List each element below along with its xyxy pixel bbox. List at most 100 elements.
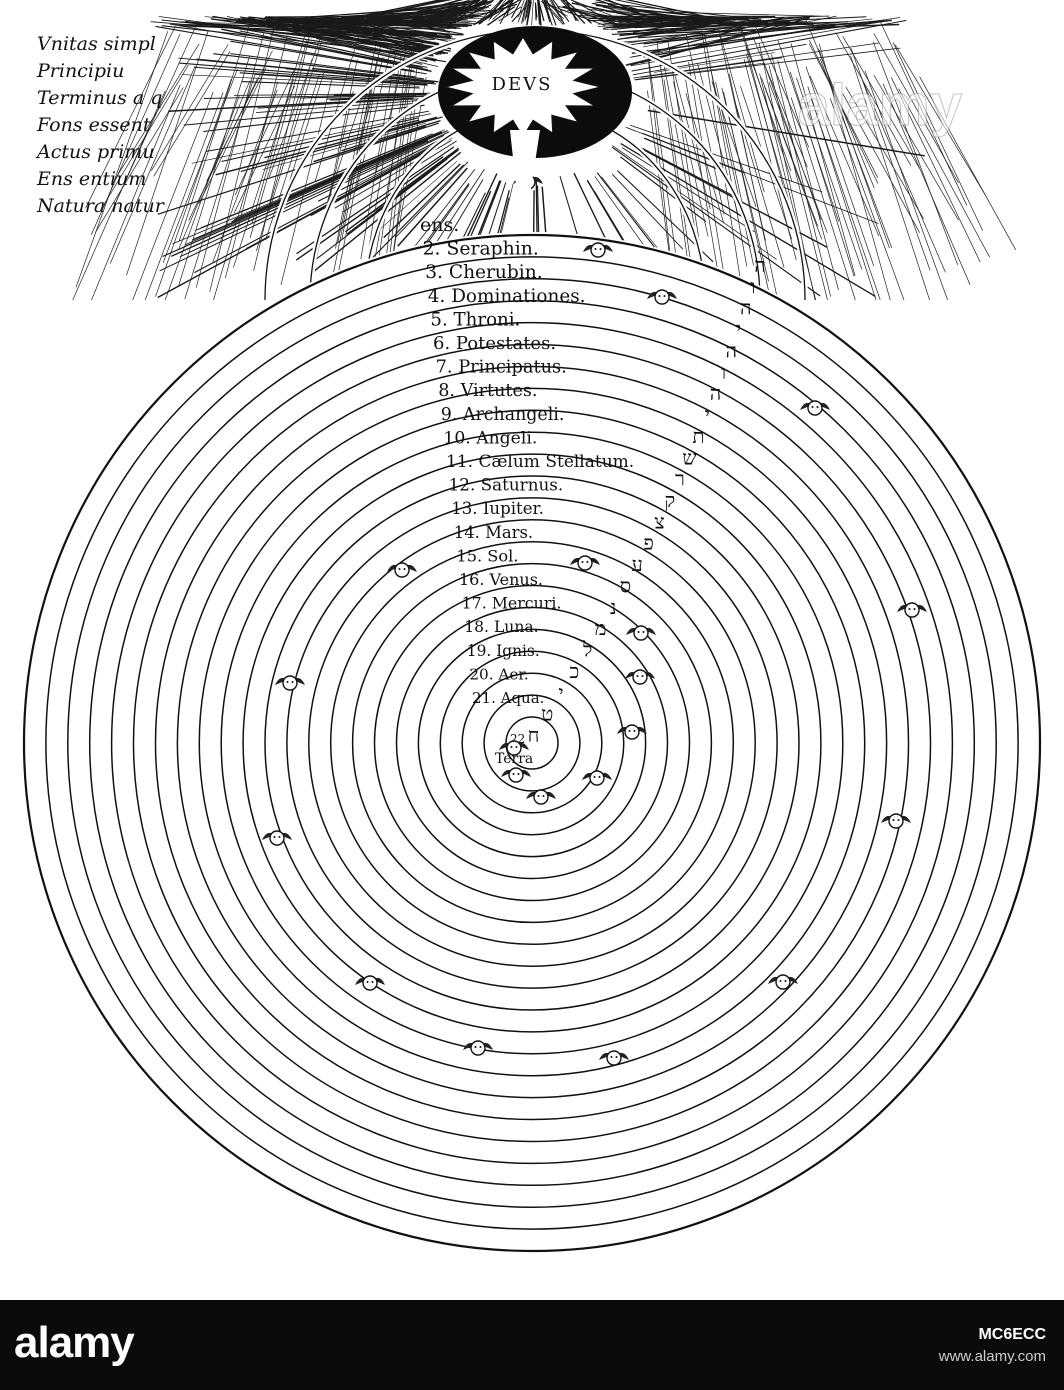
ray-line	[673, 81, 709, 237]
cherub-icon	[499, 740, 529, 756]
ray-line	[777, 60, 839, 290]
ray-line	[296, 146, 455, 255]
ray-line	[440, 0, 488, 23]
divine-rays	[72, 0, 1017, 301]
sphere-ring	[220, 431, 844, 1055]
sphere-label: 2. Seraphin.	[423, 239, 539, 260]
hebrew-letter: ו	[750, 274, 755, 298]
ray-line	[487, 6, 516, 26]
hebrew-letter: מ	[595, 616, 607, 640]
ray-line	[315, 37, 423, 65]
ray-line	[538, 0, 542, 26]
ray-line	[213, 81, 279, 301]
footer-url[interactable]: www.alamy.com	[938, 1348, 1046, 1365]
ray-line	[224, 35, 288, 279]
sphere-label: 7. Principatus.	[436, 357, 567, 378]
ray-line	[517, 0, 527, 23]
footer-info: MC6ECC www.alamy.com	[939, 1326, 1046, 1365]
ray-line	[701, 30, 744, 299]
sphere-ring	[483, 694, 581, 792]
sphere-ring	[395, 606, 669, 880]
cherub-eye	[642, 631, 645, 633]
ray-line	[206, 110, 429, 152]
ray-line	[344, 146, 432, 194]
ray-line	[758, 42, 816, 301]
ray-line	[790, 97, 856, 301]
ray-line	[872, 41, 959, 266]
ray-line	[543, 0, 565, 20]
cherub-icon	[501, 767, 531, 783]
ray-line	[109, 65, 196, 264]
sphere-label: Terra	[495, 751, 533, 767]
sphere-label: 9. Archangeli.	[441, 405, 565, 425]
cherub-eye	[366, 981, 369, 983]
attribute-line: Actus primu	[35, 141, 155, 163]
sphere-ring	[308, 519, 756, 967]
sphere-labels: ens.2. Seraphin.3. Cherubin.4. Dominatio…	[420, 214, 634, 767]
ray-line	[257, 98, 419, 109]
ray-line	[894, 44, 986, 196]
cherub-eye	[515, 746, 518, 748]
ray-line	[132, 91, 214, 301]
cherub-icon	[768, 974, 798, 990]
hebrew-letter: ח	[528, 723, 540, 747]
ray-line	[537, 0, 541, 22]
ray-line	[898, 88, 990, 258]
ray-line	[663, 62, 696, 233]
ray-line	[873, 74, 959, 221]
ray-line	[789, 71, 855, 277]
sphere-ring	[67, 278, 997, 1208]
ray-line	[184, 74, 256, 300]
sphere-label: 6. Potestates.	[433, 333, 556, 354]
cherub-eye	[816, 406, 819, 408]
ray-line	[203, 104, 425, 133]
hebrew-letter: ה	[754, 253, 766, 277]
ray-line	[544, 0, 551, 23]
ray-line	[550, 0, 565, 25]
ray-line	[179, 131, 450, 258]
ray-line	[328, 88, 371, 295]
ray-line	[521, 0, 528, 24]
ray-line	[612, 145, 777, 260]
hebrew-letter: ת	[692, 424, 704, 448]
ray-line	[560, 0, 580, 22]
ray-line	[168, 97, 413, 112]
hebrew-letter: י	[558, 680, 563, 704]
ray-line	[265, 16, 426, 57]
sphere-ring	[286, 497, 778, 989]
sphere-ring	[110, 321, 954, 1165]
ray-line	[842, 93, 921, 233]
cherub-face	[533, 789, 549, 805]
cherub-icon	[626, 625, 656, 641]
ray-line	[522, 0, 528, 22]
cherub-eye	[593, 776, 596, 778]
ray-line	[540, 0, 564, 25]
ray-line	[339, 44, 415, 64]
ray-line	[332, 97, 374, 301]
sphere-ring	[176, 387, 888, 1099]
ray-line	[790, 43, 856, 277]
ray-line	[246, 19, 443, 35]
cherub-eye	[636, 675, 639, 677]
cherub-eye	[897, 819, 900, 821]
alamy-logo[interactable]: alamy	[14, 1318, 135, 1367]
sphere-label: 16. Venus.	[459, 570, 543, 589]
ray-line	[768, 65, 828, 301]
hebrew-letter: כ	[570, 659, 580, 683]
ray-line	[151, 44, 229, 171]
ray-line	[294, 21, 457, 27]
cherub-eye	[663, 295, 666, 297]
cherub-eye	[512, 773, 515, 775]
ray-line	[397, 167, 468, 247]
ray-line	[842, 36, 920, 169]
ray-line	[612, 21, 729, 26]
ray-line	[631, 17, 901, 58]
ray-line	[615, 23, 854, 44]
attribute-line: Principiu	[36, 60, 124, 82]
ray-line	[233, 92, 432, 96]
hebrew-letter: ה	[725, 339, 737, 363]
ray-line	[268, 40, 323, 213]
ray-line	[476, 0, 503, 25]
ray-line	[625, 0, 719, 20]
ray-line	[624, 19, 756, 40]
